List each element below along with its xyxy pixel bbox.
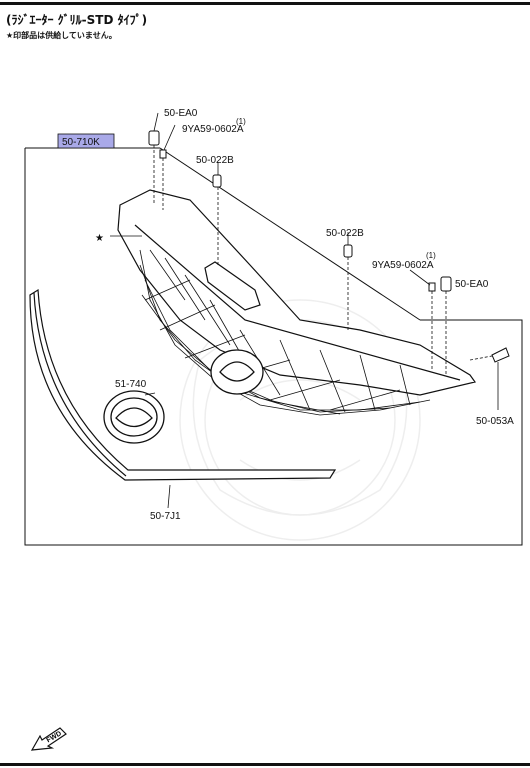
bottom-rule <box>0 763 530 766</box>
supply-note: ★印部品は供給していません。 <box>6 30 117 41</box>
label-screw-top-qty: (1) <box>236 117 246 126</box>
frame-diagonal <box>159 147 421 321</box>
leader-lines <box>110 112 499 509</box>
top-rule <box>0 2 530 5</box>
assembly-frame <box>24 148 523 546</box>
label-fastener-right: 50-022B <box>326 228 364 239</box>
label-screw-right: 9YA59-0602A <box>372 260 434 271</box>
label-screw-top: 9YA59-0602A <box>182 124 244 135</box>
emblem-part <box>103 390 165 444</box>
fastener-icons <box>148 130 510 363</box>
label-clip-right: 50-EA0 <box>455 279 489 290</box>
note-text: ★印部品は供給していません。 <box>6 31 117 40</box>
grille-upper-panel <box>117 189 477 396</box>
label-bolt: 50-053A <box>476 416 514 427</box>
page-title: (ﾗｼﾞｴｰﾀｰ ｸﾞﾘﾙ-STD ﾀｲﾌﾟ) <box>6 13 148 27</box>
fwd-arrow-icon: FWD <box>30 727 67 751</box>
molding-strip <box>29 288 337 481</box>
label-molding: 50-7J1 <box>150 511 181 522</box>
grille-emblem <box>210 349 264 395</box>
label-fastener-left: 50-022B <box>196 155 234 166</box>
label-screw-right-qty: (1) <box>426 251 436 260</box>
label-clip-top: 50-EA0 <box>164 108 198 119</box>
label-grille-assembly: 50-710K <box>62 137 100 148</box>
assembly-label-highlight <box>57 133 115 149</box>
star-marker: ★ <box>95 233 104 244</box>
label-emblem: 51-740 <box>115 379 147 390</box>
